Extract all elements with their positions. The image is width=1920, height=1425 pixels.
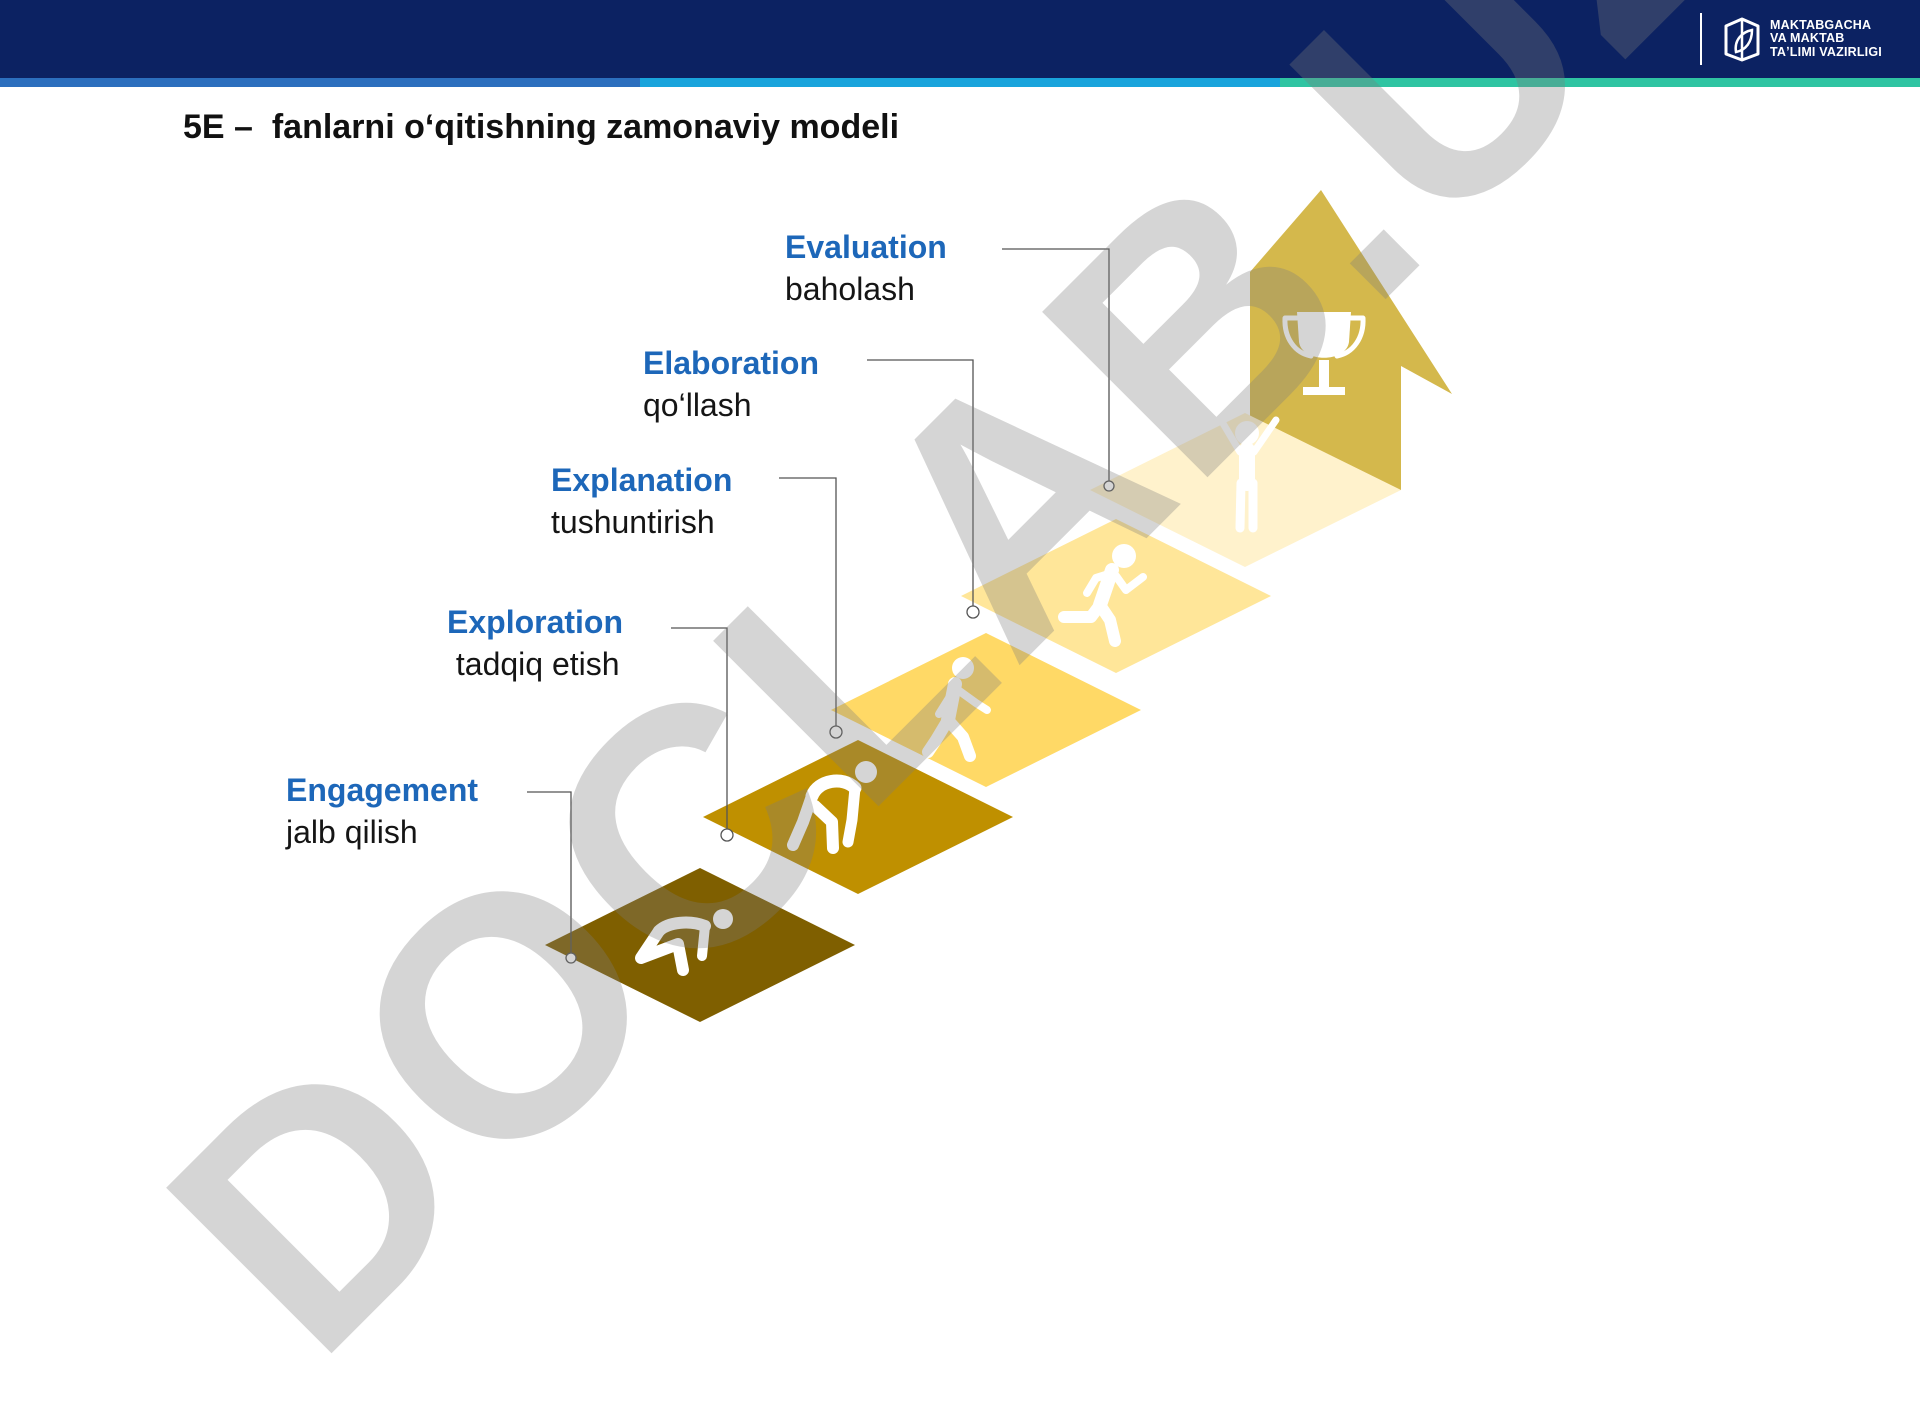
step-name-engagement: Engagement — [286, 772, 479, 808]
goal-arrow-up — [1250, 190, 1452, 490]
connector-dot-elaboration — [966, 605, 980, 619]
step-name-evaluation: Evaluation — [785, 229, 947, 265]
book-leaf-logo-icon — [1724, 17, 1760, 62]
step-translation-exploration: tadqiq etish — [447, 646, 620, 682]
cheering-figure-icon — [1217, 416, 1280, 533]
step-translation-evaluation: baholash — [785, 271, 915, 307]
connector-line-explanation — [779, 477, 837, 732]
connector-line-exploration — [671, 627, 728, 835]
page-title: 5E – fanlarni o‘qitishning zamonaviy mod… — [183, 108, 900, 146]
ministry-name-line-3: TAʼLIMI VAZIRLIGI — [1770, 44, 1882, 59]
step-label-evaluation: Evaluation baholash — [785, 226, 947, 310]
step-name-exploration: Exploration — [447, 604, 624, 640]
rising-figure-icon — [787, 761, 877, 854]
ministry-name: MAKTABGACHA VA MAKTAB TAʼLIMI VAZIRLIGI — [1770, 17, 1882, 60]
ministry-name-line-1: MAKTABGACHA — [1770, 17, 1872, 32]
connector-dot-engagement — [565, 952, 577, 964]
connector-dot-evaluation — [1103, 480, 1115, 492]
crouching-start-figure-icon — [635, 909, 733, 976]
ministry-name-line-2: VA MAKTAB — [1770, 31, 1845, 46]
top-header-bar — [0, 0, 1920, 78]
logo-divider — [1700, 13, 1702, 65]
running-figure-icon — [1058, 544, 1147, 647]
walking-figure-icon — [922, 657, 991, 762]
ministry-logo: MAKTABGACHA VA MAKTAB TAʼLIMI VAZIRLIGI — [1700, 12, 1882, 66]
header-stripe-blue — [0, 78, 640, 87]
step-tile-exploration — [703, 740, 1013, 894]
5e-staircase-diagram — [527, 190, 1452, 1022]
step-name-explanation: Explanation — [551, 462, 733, 498]
step-label-exploration: Exploration tadqiq etish — [447, 601, 623, 685]
step-translation-explanation: tushuntirish — [551, 504, 715, 540]
connector-dot-explanation — [829, 725, 843, 739]
connector-line-evaluation — [1002, 248, 1110, 486]
step-translation-elaboration: qo‘llash — [643, 387, 752, 423]
header-stripe-teal — [1280, 78, 1920, 87]
step-label-engagement: Engagement jalb qilish — [286, 769, 478, 853]
header-stripe-cyan — [640, 78, 1280, 87]
step-label-explanation: Explanation tushuntirish — [551, 459, 732, 543]
connector-line-engagement — [527, 791, 572, 958]
trophy-icon — [1282, 312, 1366, 395]
step-name-elaboration: Elaboration — [643, 345, 820, 381]
connector-dot-exploration — [720, 828, 734, 842]
connector-line-elaboration — [867, 359, 974, 612]
step-tile-elaboration — [961, 519, 1271, 673]
step-label-elaboration: Elaboration qo‘llash — [643, 342, 819, 426]
step-translation-engagement: jalb qilish — [286, 814, 418, 850]
